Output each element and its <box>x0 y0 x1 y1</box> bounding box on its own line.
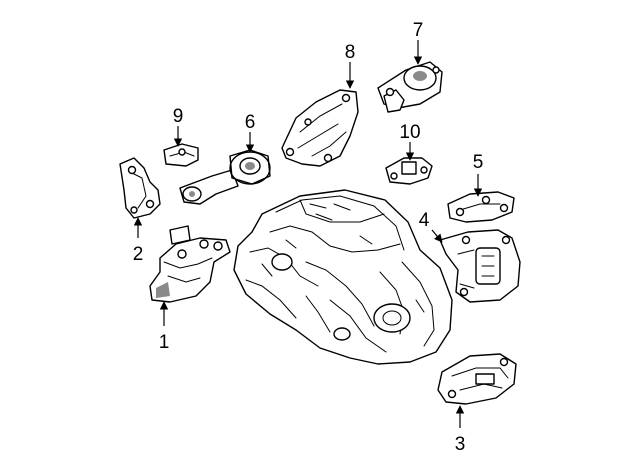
part-10-bracket <box>385 157 433 185</box>
part-2-bracket <box>119 157 161 219</box>
part-5-bracket <box>447 191 515 223</box>
part-8-bracket <box>281 89 359 167</box>
callout-4: 4 <box>419 210 430 231</box>
callout-3: 3 <box>455 434 466 455</box>
callout-1: 1 <box>159 332 170 353</box>
callout-7: 7 <box>413 20 424 41</box>
callout-10: 10 <box>399 122 420 143</box>
callout-leaders <box>133 40 483 428</box>
part-3-mount <box>437 353 517 405</box>
part-1-engine-mount <box>149 225 231 303</box>
callout-8: 8 <box>345 42 356 63</box>
engine-transaxle-assembly <box>233 189 453 365</box>
callout-5: 5 <box>473 152 484 173</box>
part-9-bracket <box>163 143 199 167</box>
part-4-mount <box>439 229 521 303</box>
part-7-mount <box>377 61 443 113</box>
part-6-torque-rod <box>179 149 271 205</box>
callout-labels: 1 2 3 4 5 6 7 8 9 10 <box>133 20 484 455</box>
callout-2: 2 <box>133 244 144 265</box>
callout-6: 6 <box>245 112 256 133</box>
callout-9: 9 <box>173 106 184 127</box>
